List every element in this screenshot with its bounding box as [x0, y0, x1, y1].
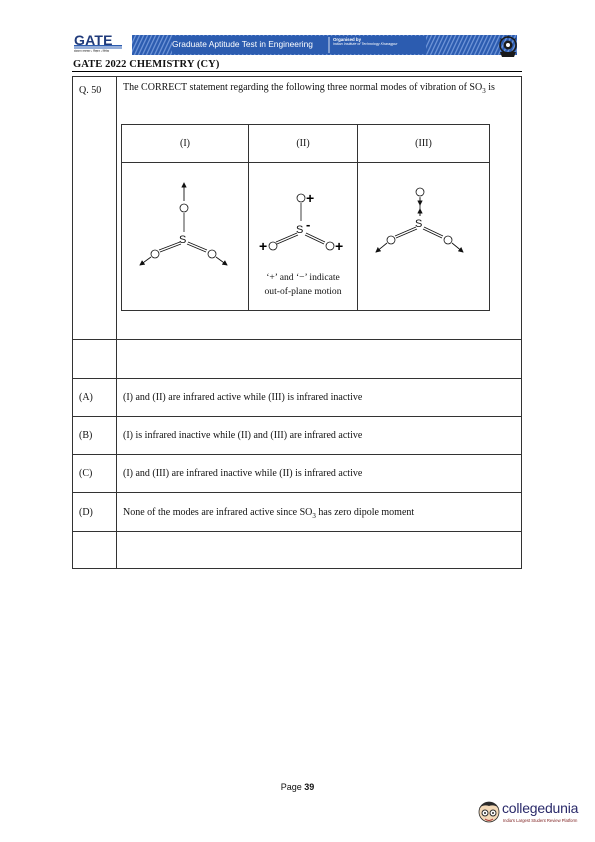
mode-2-minus-sign: -	[306, 217, 310, 232]
blank-cell-left	[72, 339, 117, 379]
mode-3-arrow-left	[375, 242, 388, 253]
mode-2-diagram: S - + + +	[259, 190, 343, 254]
stem-subscript: 3	[482, 87, 486, 95]
mode-1-oxygen-top	[179, 203, 189, 213]
collegedunia-logo[interactable]: collegedunia India's Largest Student Rev…	[476, 797, 579, 831]
question-stem: The CORRECT statement regarding the foll…	[123, 82, 503, 97]
mode-2-sulfur: S	[296, 224, 303, 236]
option-c[interactable]: (I) and (III) are infrared inactive whil…	[116, 454, 522, 493]
mode-3-arrow-right	[451, 242, 464, 253]
option-a-key-cell: (A)	[72, 378, 117, 417]
page-number-value: 39	[304, 782, 315, 792]
option-c-text: (I) and (III) are infrared inactive whil…	[123, 468, 363, 479]
option-b-key-cell: (B)	[72, 416, 117, 455]
mode-2-oxygen-top	[296, 193, 306, 203]
option-d-text-end: has zero dipole moment	[315, 507, 415, 518]
option-a-text: (I) and (II) are infrared active while (…	[123, 392, 363, 403]
gate-logo-tagline: संस्थान नवाचार • विज्ञान • विवेक	[74, 49, 110, 53]
option-d-subscript: 3	[312, 512, 316, 520]
organizer-name: Indian Institute of Technology Kharagpur	[333, 42, 398, 46]
mode-2-oxygen-left	[268, 241, 278, 251]
mode-3-header-cell: (III)	[357, 124, 490, 163]
mode-1-arrow-left	[139, 256, 152, 266]
mode-3-figure-cell: S	[357, 162, 490, 311]
mode-3-diagram: S	[375, 187, 464, 253]
mode-3-sulfur: S	[415, 218, 422, 230]
mode-3-header: (III)	[415, 138, 432, 149]
mode-3-oxygen-left	[386, 235, 396, 245]
gate-logo: GATE	[74, 32, 113, 48]
mode-2-plus-right: +	[335, 238, 343, 254]
mode-1-figure-cell: S	[121, 162, 249, 311]
option-b[interactable]: (I) is infrared inactive while (II) and …	[116, 416, 522, 455]
mode-1-header: (I)	[180, 138, 190, 149]
mode-1-header-cell: (I)	[121, 124, 249, 163]
option-c-key: (C)	[79, 468, 93, 479]
option-a[interactable]: (I) and (II) are infrared active while (…	[116, 378, 522, 417]
option-d-key-cell: (D)	[72, 492, 117, 532]
mode-2-figure-cell: S - + + + ‘+’ and ‘−’ indicate out-of-pl…	[248, 162, 358, 311]
gate-banner: GATE संस्थान नवाचार • विज्ञान • विवेक Gr…	[72, 32, 520, 57]
trailing-blank-right	[116, 531, 522, 569]
iit-kharagpur-emblem	[499, 35, 517, 57]
option-c-key-cell: (C)	[72, 454, 117, 493]
option-d-text-start: None of the modes are infrared active si…	[123, 507, 313, 518]
option-b-text: (I) is infrared inactive while (II) and …	[123, 430, 363, 441]
banner-organizer: Organised by Indian Institute of Technol…	[333, 37, 423, 47]
mode-3-oxygen-top	[415, 187, 425, 197]
mode-1-oxygen-right	[207, 249, 217, 259]
banner-stripes	[72, 33, 517, 57]
banner-title: Graduate Aptitude Test in Engineering	[172, 39, 313, 49]
mode-2-plus-left: +	[259, 238, 267, 254]
option-b-key: (B)	[79, 430, 93, 441]
page-label: Page	[280, 782, 302, 792]
mode-2-plus-top: +	[306, 190, 314, 206]
option-a-key: (A)	[79, 392, 93, 403]
question-number: Q. 50	[79, 85, 102, 96]
mode-2-header: (II)	[296, 138, 310, 149]
title-divider	[72, 71, 522, 72]
mode-2-note-line-1: ‘+’ and ‘−’ indicate	[266, 272, 340, 283]
mode-2-header-cell: (II)	[248, 124, 358, 163]
stem-text-end: is	[485, 82, 495, 93]
mode-2-oxygen-right	[325, 241, 335, 251]
page-number: Page 39	[0, 782, 595, 792]
mode-1-oxygen-left	[150, 249, 160, 259]
brand-name: collegedunia	[502, 800, 579, 816]
option-d[interactable]: None of the modes are infrared active si…	[116, 492, 522, 532]
mode-3-oxygen-right	[443, 235, 453, 245]
brand-tagline: India's Largest Student Review Platform	[503, 818, 578, 823]
option-d-key: (D)	[79, 507, 93, 518]
mode-2-note-line-2: out-of-plane motion	[264, 286, 342, 297]
mode-1-sulfur: S	[179, 234, 186, 246]
paper-title: GATE 2022 CHEMISTRY (CY)	[73, 59, 220, 70]
organized-by-label: Organised by	[333, 37, 362, 42]
blank-cell-right	[116, 339, 522, 379]
option-d-text: None of the modes are infrared active si…	[123, 507, 414, 522]
mode-1-diagram: S	[139, 182, 228, 266]
question-number-cell: Q. 50	[72, 76, 117, 340]
mode-1-arrow-right	[215, 256, 228, 266]
stem-text: The CORRECT statement regarding the foll…	[123, 82, 483, 93]
trailing-blank-left	[72, 531, 117, 569]
mascot-icon	[478, 801, 500, 823]
